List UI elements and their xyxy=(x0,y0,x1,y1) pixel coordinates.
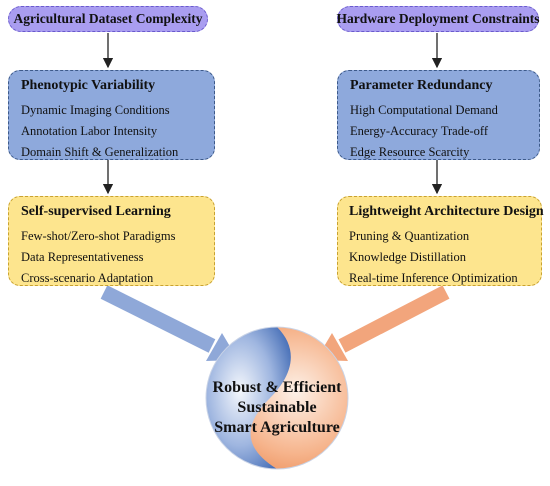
big-arrow-right xyxy=(316,285,450,361)
box-phenotypic-variability: Phenotypic Variability Dynamic Imaging C… xyxy=(8,70,215,160)
center-line-2: Sustainable xyxy=(237,399,317,416)
box-item: Real-time Inference Optimization xyxy=(349,271,518,285)
box-title: Lightweight Architecture Design xyxy=(349,204,544,219)
box-lightweight-architecture-design: Lightweight Architecture Design Pruning … xyxy=(337,196,544,286)
center-circle xyxy=(205,326,349,470)
pill-agricultural-dataset-complexity: Agricultural Dataset Complexity xyxy=(8,6,208,32)
box-item: Cross-scenario Adaptation xyxy=(21,271,154,285)
box-item: Pruning & Quantization xyxy=(349,229,470,243)
box-title: Parameter Redundancy xyxy=(350,78,493,93)
box-item: Data Representativeness xyxy=(21,250,144,264)
big-arrow-left xyxy=(100,285,238,361)
box-title: Phenotypic Variability xyxy=(21,78,156,93)
box-item: Edge Resource Scarcity xyxy=(350,145,470,159)
box-self-supervised-learning: Self-supervised Learning Few-shot/Zero-s… xyxy=(8,196,215,286)
box-item: Energy-Accuracy Trade-off xyxy=(350,124,489,138)
box-item: Knowledge Distillation xyxy=(349,250,466,264)
center-label: Robust & Efficient Sustainable Smart Agr… xyxy=(207,378,347,438)
center-line-3: Smart Agriculture xyxy=(214,419,340,436)
box-parameter-redundancy: Parameter Redundancy High Computational … xyxy=(337,70,540,160)
pill-hardware-deployment-constraints: Hardware Deployment Constraints xyxy=(337,6,540,32)
box-item: Few-shot/Zero-shot Paradigms xyxy=(21,229,176,243)
box-item: Domain Shift & Generalization xyxy=(21,145,179,159)
center-line-1: Robust & Efficient xyxy=(212,379,342,396)
box-item: High Computational Demand xyxy=(350,103,498,117)
box-title: Self-supervised Learning xyxy=(21,204,171,219)
box-item: Dynamic Imaging Conditions xyxy=(21,103,170,117)
box-item: Annotation Labor Intensity xyxy=(21,124,158,138)
